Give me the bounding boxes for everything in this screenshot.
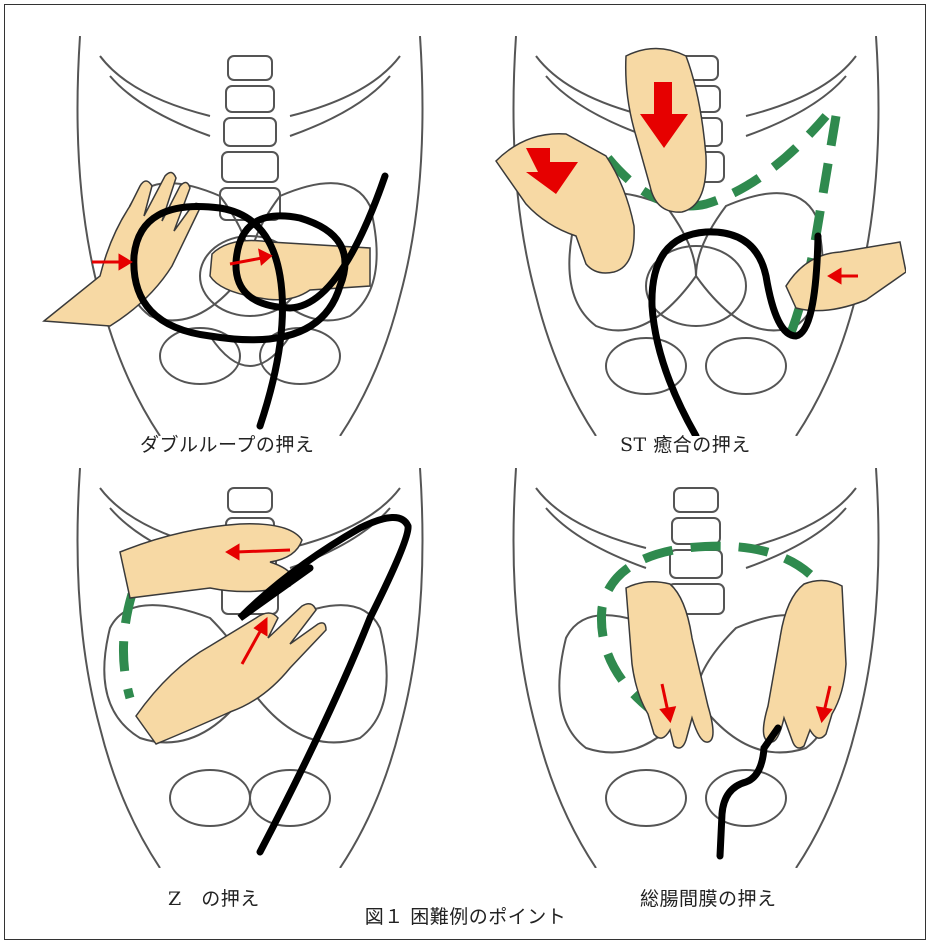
panel-st-adhesion <box>486 36 906 436</box>
double-loop-diagram <box>40 36 460 436</box>
panel-mesentery <box>486 468 906 868</box>
hand-icon <box>44 172 200 326</box>
scope-path-icon <box>720 728 778 856</box>
panel-z-loop <box>40 468 460 868</box>
z-loop-diagram <box>40 468 460 868</box>
hand-icon <box>136 604 326 744</box>
panel-caption: ダブルループの押え <box>140 430 314 457</box>
hand-icon <box>763 580 846 748</box>
hand-icon <box>496 134 634 273</box>
panel-double-loop <box>40 36 460 436</box>
scope-path-icon <box>652 232 818 436</box>
figure-title: 図１ 困難例のポイント <box>0 902 931 929</box>
colon-outline-icon <box>123 594 132 698</box>
st-adhesion-diagram <box>486 36 906 436</box>
panel-caption: ST 癒合の押え <box>620 430 751 457</box>
hand-icon <box>626 582 713 748</box>
mesentery-diagram <box>486 468 906 868</box>
